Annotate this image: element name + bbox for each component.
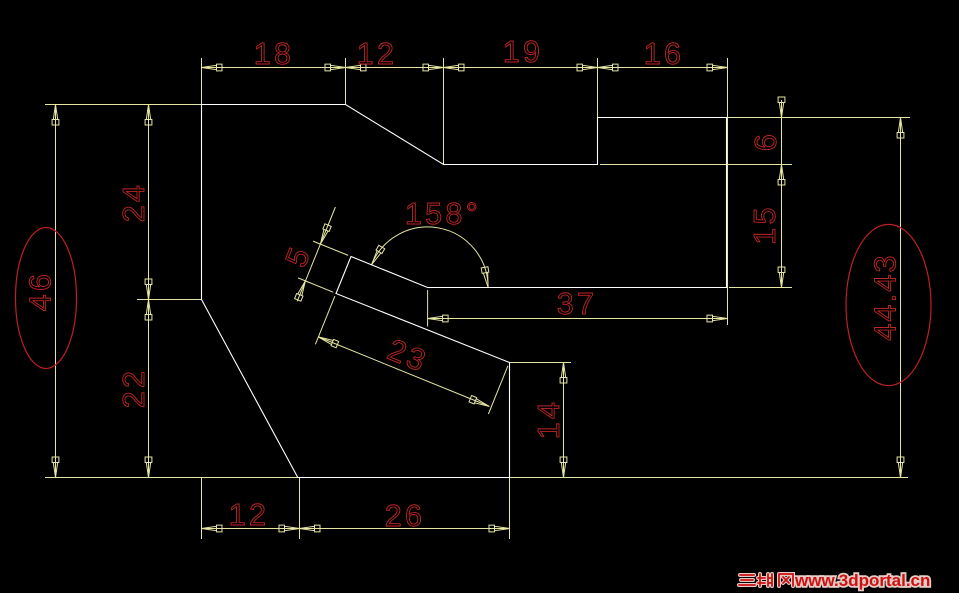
- svg-text:46: 46: [24, 271, 58, 312]
- svg-text:18: 18: [254, 37, 295, 71]
- svg-text:www.3dportal.cn: www.3dportal.cn: [794, 571, 930, 590]
- svg-text:22: 22: [117, 368, 151, 409]
- svg-text:14: 14: [532, 399, 566, 440]
- svg-text:16: 16: [644, 37, 685, 71]
- svg-text:19: 19: [503, 35, 544, 69]
- svg-text:www.3dportal.cn: www.3dportal.cn: [794, 571, 930, 590]
- svg-text:24: 24: [117, 182, 151, 223]
- svg-text:26: 26: [385, 499, 426, 533]
- svg-text:6: 6: [749, 131, 783, 151]
- svg-text:44.43: 44.43: [869, 253, 903, 340]
- svg-text:15: 15: [748, 204, 782, 245]
- svg-text:12: 12: [229, 498, 270, 532]
- svg-text:158°: 158°: [405, 197, 481, 231]
- svg-text:12: 12: [357, 37, 398, 71]
- svg-text:37: 37: [557, 287, 598, 321]
